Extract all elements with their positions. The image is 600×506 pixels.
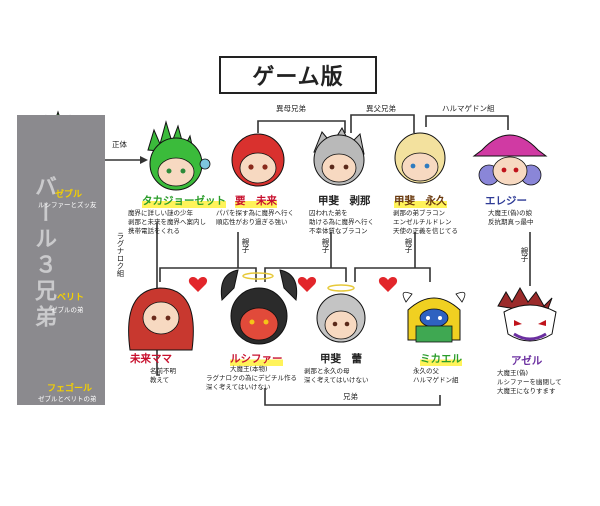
berith-note: ゼブルの弟 xyxy=(51,306,84,314)
takajo-face xyxy=(147,120,211,191)
towa-name: 甲斐 永久 xyxy=(394,193,447,208)
ragnarok-line xyxy=(156,223,160,376)
ibo-kyodai-label: 異母兄弟 xyxy=(276,104,306,113)
kaori-notes: 剥那と永久の母深く考えてはいけない xyxy=(304,367,369,384)
baal-brothers-title: バール３兄弟 xyxy=(31,175,56,331)
mama-notes: 名前不明教えて xyxy=(150,367,176,384)
kaname-face xyxy=(231,133,285,187)
setsuna-face xyxy=(313,126,365,186)
azel-notes: 大魔王(偽)ルシファーを幽閉して大魔王になりすます xyxy=(497,369,562,395)
zebul-name: ゼブル xyxy=(55,190,83,200)
setsuna-name: 甲斐 剥那 xyxy=(318,195,371,207)
kaori-name: 甲斐 蕾 xyxy=(320,353,362,365)
lucifer-face xyxy=(220,269,298,345)
kaori-face xyxy=(316,284,366,343)
towa-notes: 剥那の弟ブラコンエンゼルチルドレン天使の正義を信じてる xyxy=(393,209,458,235)
elegy-notes: 大魔王(偽)の娘反抗期真っ最中 xyxy=(488,209,534,226)
ifu-kyodai-line xyxy=(350,114,415,133)
berith-name: ベリト xyxy=(57,293,85,303)
phegor-note: ゼブルとベリトの弟 xyxy=(38,395,97,403)
kaname-notes: パパを探す為に魔界へ行く順応性がおり過ぎる強い xyxy=(216,209,294,226)
kaname-name: 要 未来 xyxy=(235,193,277,208)
heart-icon xyxy=(297,277,317,292)
towa-parents-line xyxy=(354,267,431,282)
ragnarok-label: ラグナロク組 xyxy=(116,232,125,277)
heart-icon xyxy=(188,277,208,292)
lucifer-name: ルシファー xyxy=(230,351,283,366)
azel-name: アゼル xyxy=(511,355,543,367)
azel-face xyxy=(497,286,557,342)
elegy-face xyxy=(472,134,548,186)
mama-name: 未来ママ xyxy=(130,353,172,365)
phegor-name: フェゴール xyxy=(47,384,93,394)
shotai-label: 正体 xyxy=(112,140,127,149)
takajo-name: タカジョーゼット xyxy=(142,193,226,208)
mama-face xyxy=(128,287,194,351)
baal-brothers-panel: バール３兄弟 ゼブル ルシファーとズッ友 ベリト ゼブルの弟 フェゴール ゼブル… xyxy=(17,115,105,405)
harumagedon-label: ハルマゲドン組 xyxy=(442,104,495,113)
lucifer-notes: 大魔王(本物)ラグナロクの為にデビチル作る深く考えてはいけない xyxy=(206,365,297,391)
ifu-kyodai-label: 異父兄弟 xyxy=(366,104,396,113)
setsuna-notes: 囚われた弟を助ける為に魔界へ行く不幸体質なブラコン xyxy=(309,209,374,235)
kyodai-line xyxy=(264,388,441,406)
elegy-name: エレジー xyxy=(485,195,527,207)
kaname-parents-line xyxy=(159,267,257,282)
heart-icon xyxy=(378,277,398,292)
oyako-label-2: 親子 xyxy=(321,238,330,253)
takajo-notes: 魔界に詳しい謎の少年剥那と未来を魔界へ案内し携帯電話をくれる xyxy=(128,209,206,235)
michael-name: ミカエル xyxy=(420,351,462,366)
michael-face xyxy=(402,291,466,343)
setsuna-parents-line xyxy=(264,267,347,282)
kyodai-label: 兄弟 xyxy=(343,392,358,401)
harumagedon-line xyxy=(425,115,509,130)
michael-notes: 永久の父ハルマゲドン組 xyxy=(413,367,459,384)
towa-face xyxy=(394,132,446,184)
page-title: ゲーム版 xyxy=(219,56,377,94)
oyako-label-1: 親子 xyxy=(241,238,250,253)
ibo-kyodai-line xyxy=(257,120,346,133)
zebul-note: ルシファーとズッ友 xyxy=(38,201,97,209)
oyako-label-3: 親子 xyxy=(404,238,413,253)
oyako-label-4: 親子 xyxy=(520,247,529,262)
